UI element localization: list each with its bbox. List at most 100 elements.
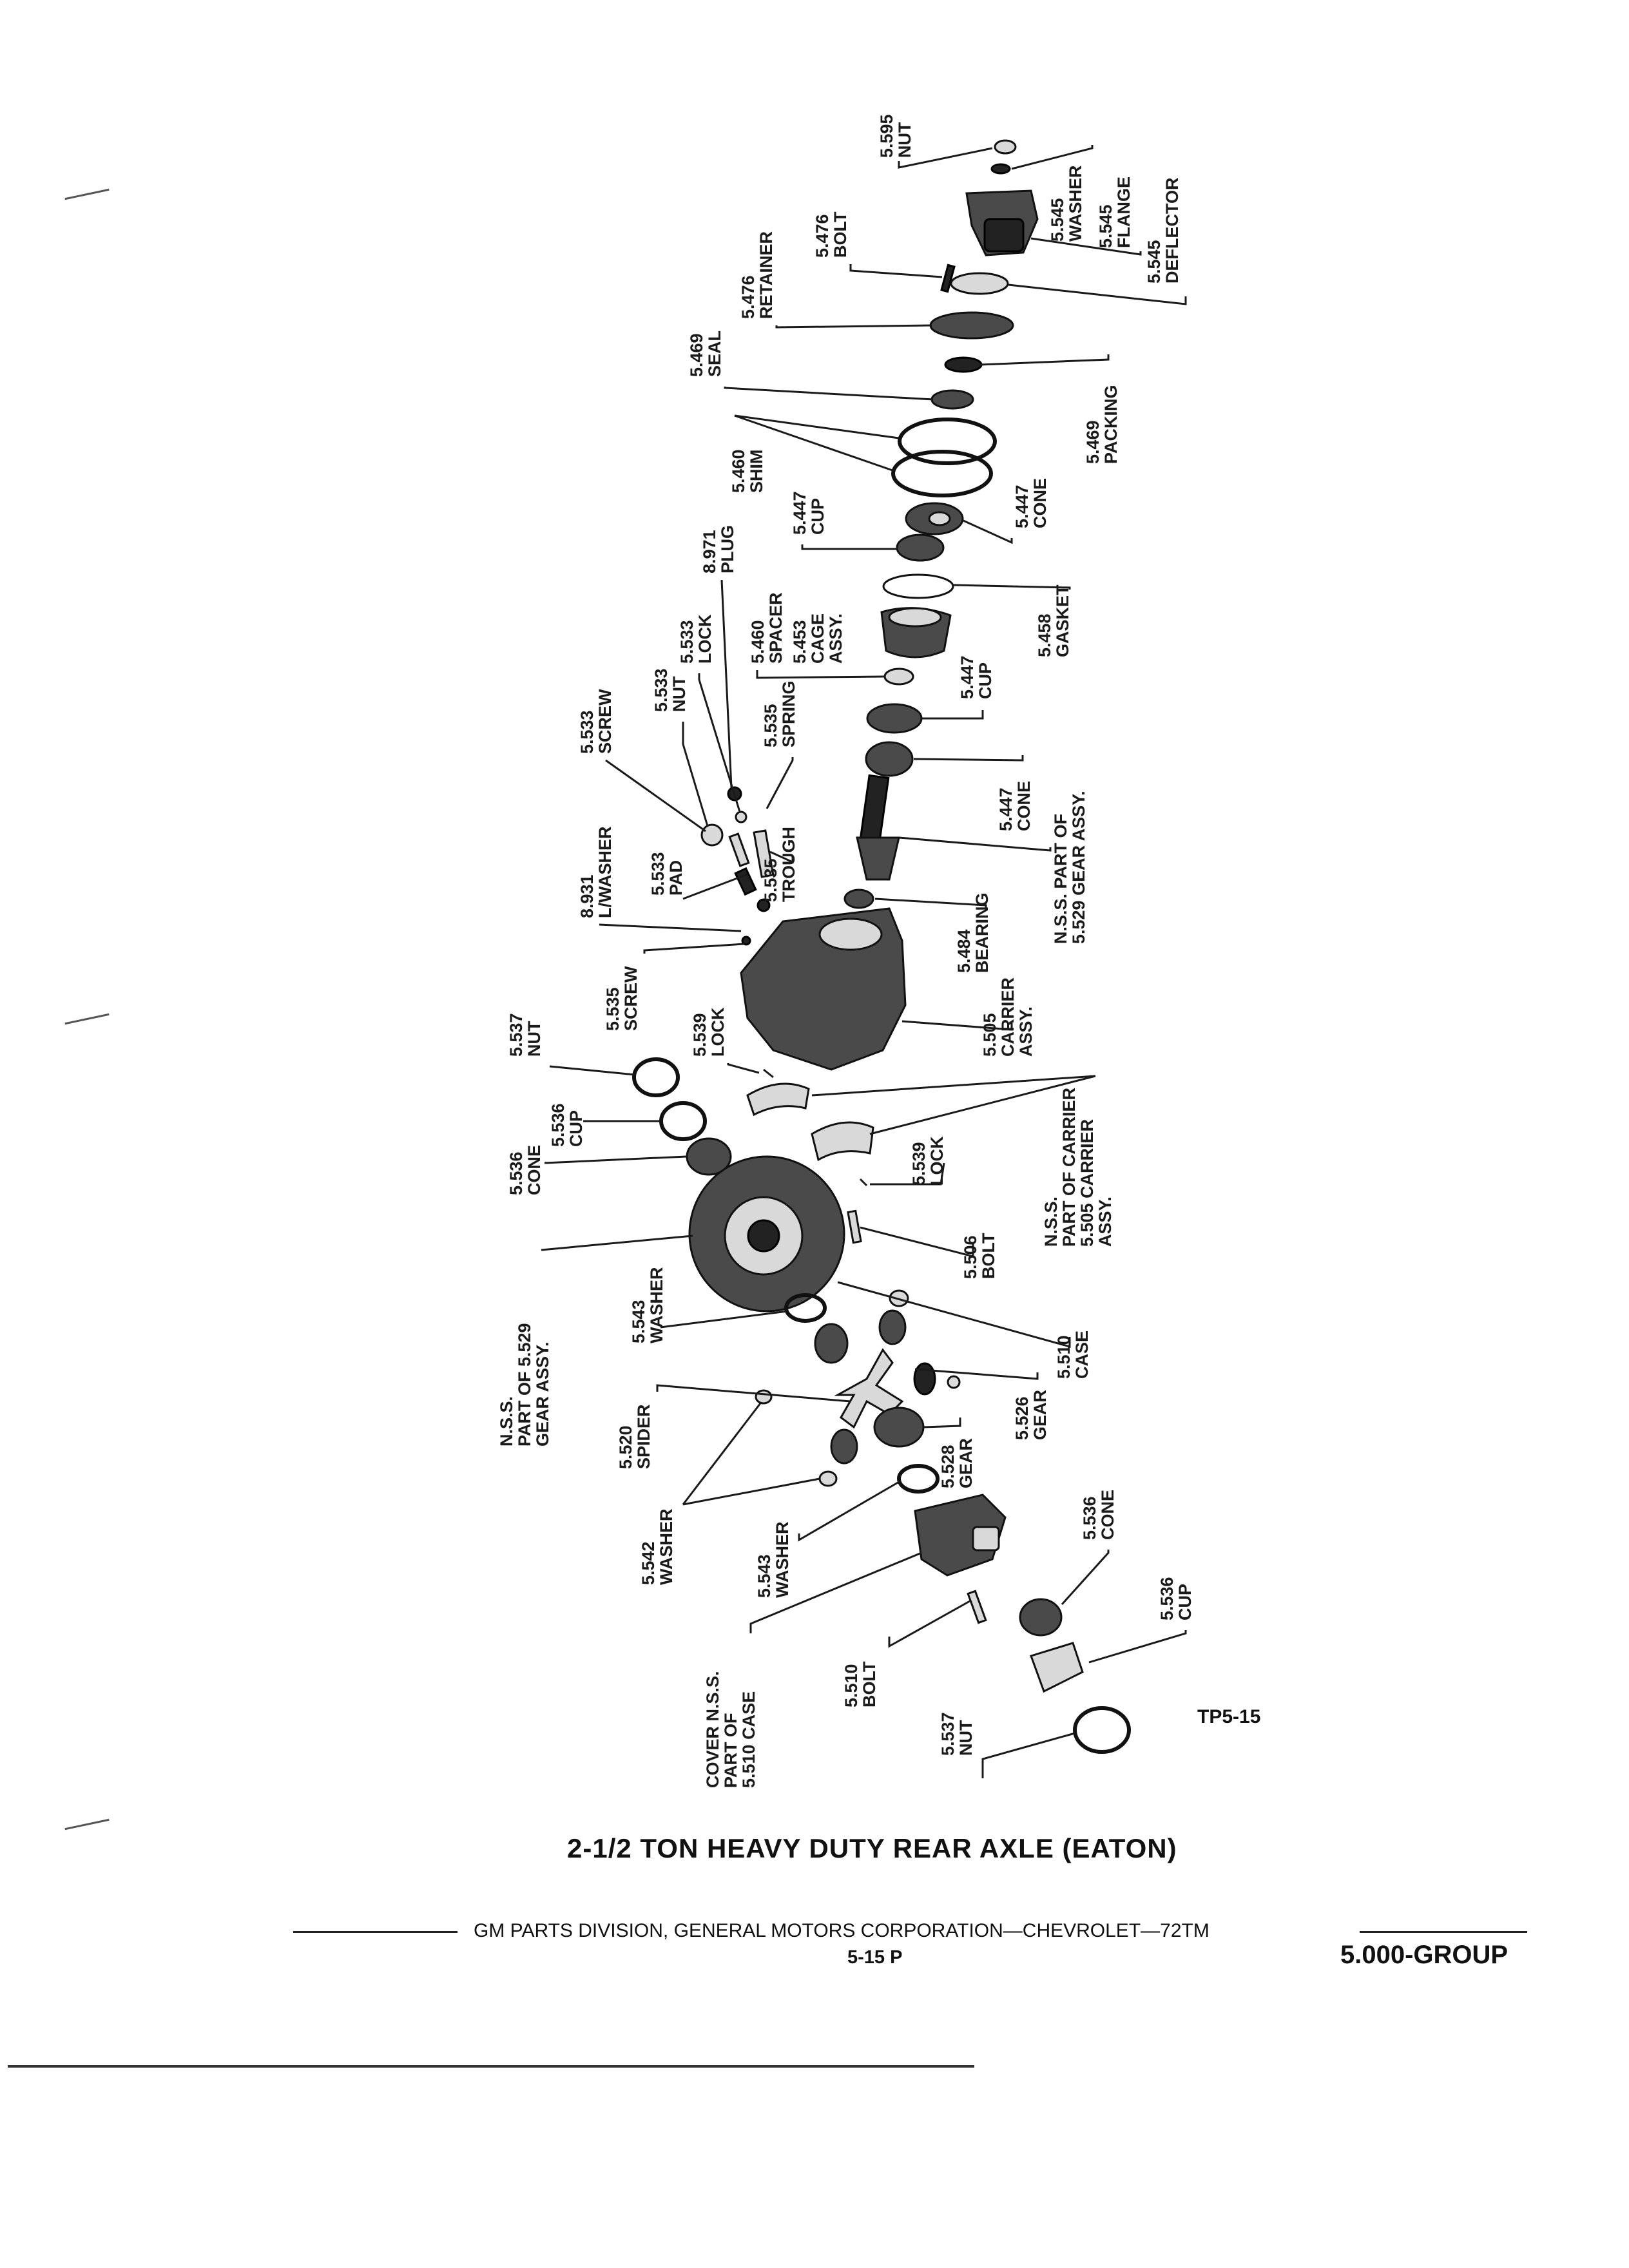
lock-part-lower bbox=[859, 1178, 868, 1187]
shim-part-1 bbox=[898, 418, 997, 465]
lock-part bbox=[735, 811, 747, 823]
spacer-part bbox=[883, 668, 914, 686]
cage-bore bbox=[888, 607, 942, 628]
callout-5539-lock-upper: 5.539LOCK bbox=[690, 1007, 728, 1057]
callout-5536-cup-upper: 5.536CUP bbox=[548, 1103, 586, 1147]
side-cup-part bbox=[659, 1101, 707, 1141]
callout-nss-pinion: N.S.S. PART OF5.529 GEAR ASSY. bbox=[1051, 791, 1088, 944]
callout-5539-lock-lower: 5.539LOCK bbox=[909, 1136, 947, 1186]
callout-5526-gear: 5.526GEAR bbox=[1012, 1390, 1050, 1440]
callout-5476-retainer: 5.476RETAINER bbox=[738, 231, 776, 319]
callout-5535-screw: 5.535SCREW bbox=[603, 966, 641, 1031]
trough-part bbox=[753, 829, 775, 878]
shim-part-2 bbox=[891, 450, 993, 497]
callout-5537-nut-lower: 5.537NUT bbox=[938, 1712, 976, 1756]
pinion-gear-part-4 bbox=[830, 1428, 858, 1465]
footer-publisher: GM PARTS DIVISION, GENERAL MOTORS CORPOR… bbox=[474, 1920, 1210, 1941]
spider-washer-2 bbox=[818, 1470, 838, 1487]
lock-part-upper bbox=[763, 1068, 774, 1079]
lower-nut-part bbox=[1073, 1706, 1131, 1754]
bearing-cap-upper bbox=[746, 1082, 810, 1117]
callout-5447-cup-lower: 5.447CUP bbox=[958, 655, 995, 699]
bearing-part bbox=[843, 889, 874, 909]
callout-5533-nut: 5.533NUT bbox=[651, 668, 689, 712]
thrust-washer-part-upper bbox=[784, 1293, 827, 1323]
thrust-washer-part-lower bbox=[897, 1464, 940, 1494]
callout-nss-carrier: N.S.S.PART OF CARRIER5.505 CARRIERASSY. bbox=[1041, 1088, 1115, 1247]
bearing-cap-lower bbox=[811, 1121, 874, 1162]
pinion-gear bbox=[856, 836, 900, 881]
callout-5510-case: 5.510CASE bbox=[1054, 1331, 1092, 1379]
callout-5460-spacer: 5.460SPACER bbox=[748, 592, 786, 664]
callout-5545-deflector: 5.545DEFLECTOR bbox=[1144, 177, 1182, 284]
callout-8931-lwasher: 8.931L/WASHER bbox=[577, 826, 615, 918]
callout-nss-ring-gear: N.S.S.PART OF 5.529GEAR ASSY. bbox=[497, 1323, 552, 1446]
pinion-gear-part-1 bbox=[814, 1323, 849, 1364]
cup-part-upper bbox=[896, 533, 945, 562]
callout-5528-gear: 5.528GEAR bbox=[938, 1438, 976, 1488]
flange-hub bbox=[983, 218, 1025, 253]
bottom-rule bbox=[8, 2065, 974, 2068]
case-cover-hub bbox=[972, 1526, 1000, 1552]
callout-5536-cone-lower: 5.536CONE bbox=[1080, 1490, 1117, 1540]
nut-part-small bbox=[700, 823, 724, 847]
callout-5545-flange: 5.545FLANGE bbox=[1096, 177, 1133, 248]
seal-part bbox=[930, 389, 974, 410]
callout-5469-seal: 5.469SEAL bbox=[687, 331, 724, 377]
pinion-shaft bbox=[859, 774, 890, 843]
callout-5543-washer-upper: 5.543WASHER bbox=[629, 1267, 666, 1343]
callout-5536-cup-lower: 5.536CUP bbox=[1157, 1577, 1195, 1620]
retainer-part bbox=[929, 311, 1014, 340]
callout-5533-lock: 5.533LOCK bbox=[677, 614, 715, 664]
callout-5476-bolt: 5.476BOLT bbox=[813, 211, 850, 258]
pad-part bbox=[734, 867, 757, 896]
lower-cup-part bbox=[1030, 1642, 1084, 1693]
callout-cover-nss: COVER N.S.S.PART OF5.510 CASE bbox=[703, 1671, 758, 1788]
footer-rule-left bbox=[293, 1931, 458, 1933]
bolt-part bbox=[940, 264, 956, 293]
cone-part-lower bbox=[865, 741, 914, 777]
screw-part-small bbox=[741, 936, 751, 946]
callout-5484-bearing: 5.484BEARING bbox=[954, 892, 992, 973]
screw-part bbox=[728, 832, 750, 867]
washer-part bbox=[990, 163, 1011, 175]
footer-rule-right bbox=[1360, 1931, 1527, 1933]
pinion-washer-small bbox=[947, 1375, 961, 1389]
callout-5505-carrier-assy: 5.505CARRIERASSY. bbox=[980, 977, 1036, 1057]
page-title: 2-1/2 TON HEAVY DUTY REAR AXLE (EATON) bbox=[567, 1833, 1177, 1863]
case-hub bbox=[747, 1219, 780, 1253]
leader-lines bbox=[541, 145, 1187, 1778]
parts-illustration bbox=[632, 139, 1131, 1754]
case-bolt-part bbox=[847, 1209, 862, 1244]
packing-part bbox=[944, 356, 983, 373]
callout-5536-cone-upper: 5.536CONE bbox=[506, 1145, 544, 1195]
callout-5506-bolt: 5.506BOLT bbox=[961, 1233, 998, 1279]
side-cone-part bbox=[686, 1137, 732, 1176]
case-cover-part bbox=[914, 1494, 1007, 1577]
callout-5535-trough: 5.535TROUGH bbox=[761, 827, 798, 902]
callout-5545-washer: 5.545WASHER bbox=[1048, 165, 1085, 242]
nut-part bbox=[994, 139, 1017, 155]
callout-5458-gasket: 5.458GASKET bbox=[1035, 584, 1072, 657]
page-number: 5-15 P bbox=[847, 1947, 903, 1968]
callout-5537-nut-upper: 5.537NUT bbox=[506, 1013, 544, 1057]
callout-5533-screw: 5.533SCREW bbox=[577, 689, 615, 754]
side-gear-part bbox=[873, 1407, 925, 1448]
callout-5510-bolt: 5.510BOLT bbox=[842, 1661, 879, 1707]
figure-reference: TP5-15 bbox=[1197, 1706, 1261, 1727]
callout-5447-cone-lower: 5.447CONE bbox=[996, 781, 1034, 831]
deflector-part bbox=[950, 272, 1009, 295]
callout-5535-spring: 5.535SPRING bbox=[761, 680, 798, 747]
pinion-gear-part-3 bbox=[913, 1362, 936, 1396]
callout-labels: 5.595NUT 5.545WASHER 5.545FLANGE 5.545DE… bbox=[497, 114, 1195, 1788]
lockwasher-part bbox=[757, 898, 771, 912]
cup-part-lower bbox=[866, 703, 923, 734]
callout-5542-washer: 5.542WASHER bbox=[639, 1508, 676, 1585]
callout-5453-cage-assy: 5.453CAGEASSY. bbox=[790, 613, 845, 664]
cover-bolt-part bbox=[967, 1590, 987, 1624]
carrier-bore bbox=[818, 918, 883, 951]
callout-5469-packing: 5.469PACKING bbox=[1083, 385, 1121, 464]
callout-8971-plug: 8.971PLUG bbox=[700, 525, 737, 573]
gasket-part bbox=[882, 573, 954, 599]
